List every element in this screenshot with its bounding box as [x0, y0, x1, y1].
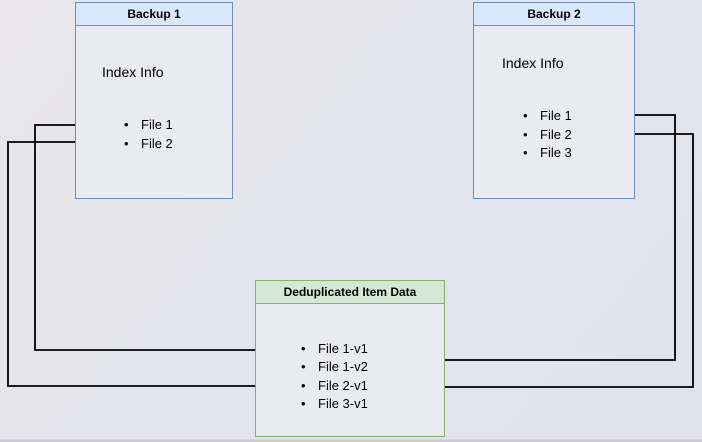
backup1-title: Backup 1 [76, 3, 232, 26]
bullet-icon: • [523, 108, 528, 123]
list-item: • File 2 [124, 135, 173, 154]
list-item: • File 1-v1 [301, 340, 368, 358]
backup2-title: Backup 2 [474, 3, 634, 26]
list-item: • File 2 [523, 126, 572, 145]
file-label: File 1 [540, 108, 572, 123]
list-item: • File 1 [523, 107, 572, 126]
bullet-icon: • [523, 126, 528, 142]
item-label: File 2-v1 [318, 377, 368, 393]
backup2-subtitle: Index Info [502, 55, 564, 71]
item-label: File 3-v1 [318, 396, 368, 412]
bullet-icon: • [124, 117, 129, 132]
bullet-icon: • [301, 396, 306, 412]
backup2-file-list: • File 1 • File 2 • File 3 [523, 107, 572, 163]
list-item: • File 2-v1 [301, 377, 368, 395]
list-item: • File 1-v2 [301, 358, 368, 376]
list-item: • File 1 [124, 116, 173, 135]
dedup-item-list: • File 1-v1 • File 1-v2 • File 2-v1 • Fi… [301, 340, 368, 414]
bullet-icon: • [301, 377, 306, 393]
list-item: • File 3 [523, 144, 572, 163]
item-label: File 1-v1 [318, 341, 368, 356]
backup1-subtitle: Index Info [102, 64, 164, 80]
window-bottom-edge [0, 439, 702, 442]
bullet-icon: • [124, 135, 129, 151]
file-label: File 1 [141, 117, 173, 132]
file-label: File 2 [141, 135, 173, 151]
list-item: • File 3-v1 [301, 395, 368, 413]
backup1-box: Backup 1 Index Info • File 1 • File 2 [75, 2, 233, 199]
file-label: File 2 [540, 126, 572, 142]
backup2-box: Backup 2 Index Info • File 1 • File 2 • … [473, 2, 635, 199]
dedup-box: Deduplicated Item Data • File 1-v1 • Fil… [255, 280, 445, 437]
bullet-icon: • [301, 359, 306, 375]
item-label: File 1-v2 [318, 359, 368, 375]
backup1-file-list: • File 1 • File 2 [124, 116, 173, 153]
dedup-title: Deduplicated Item Data [256, 281, 444, 304]
bullet-icon: • [523, 145, 528, 160]
bullet-icon: • [301, 341, 306, 356]
file-label: File 3 [540, 145, 572, 160]
